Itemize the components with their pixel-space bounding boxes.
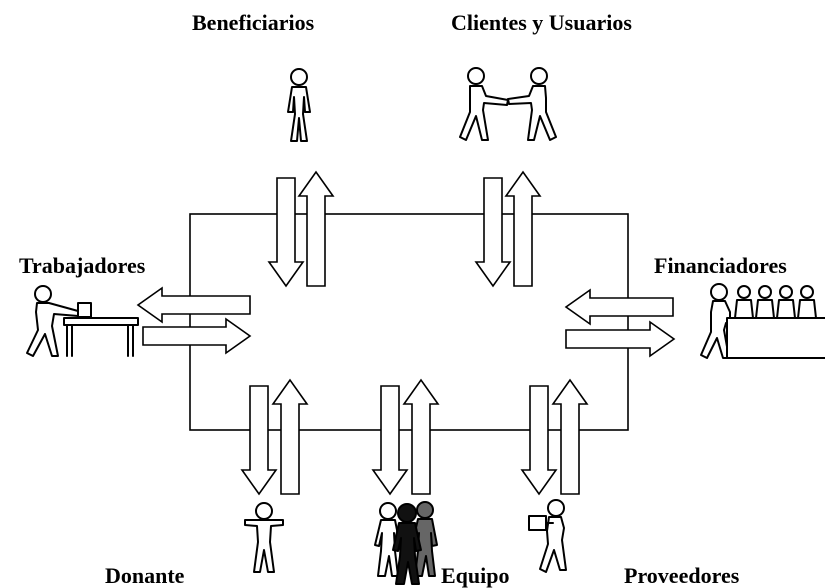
- label-equipo: Equipo: [441, 563, 510, 588]
- clientes-handshake-icon: [459, 67, 557, 141]
- arrow-down: [371, 385, 409, 496]
- financiadores-arrow-pair: [564, 288, 676, 358]
- equipo-group-icon: [374, 501, 438, 585]
- arrow-down: [267, 177, 305, 288]
- trabajadores-arrow-pair: [136, 286, 252, 355]
- donante-figure-icon: [244, 502, 284, 573]
- beneficiario-figure-icon: [287, 68, 311, 142]
- arrow-left: [564, 288, 674, 326]
- arrow-down: [520, 385, 558, 496]
- trabajador-conveyor-icon: [26, 285, 139, 357]
- financiadores-board-icon: [700, 283, 825, 359]
- arrow-up: [271, 378, 309, 495]
- arrow-down: [474, 177, 512, 288]
- arrow-right: [142, 317, 252, 355]
- label-clientes-usuarios: Clientes y Usuarios: [451, 10, 632, 35]
- donante-arrow-pair: [240, 378, 309, 496]
- arrow-left: [136, 286, 251, 324]
- beneficiarios-arrow-pair: [267, 170, 335, 288]
- proveedores-arrow-pair: [520, 378, 589, 496]
- proveedores-delivery-icon: [528, 499, 567, 573]
- equipo-arrow-pair: [371, 378, 440, 496]
- arrow-right: [565, 320, 676, 358]
- arrow-up: [551, 378, 589, 495]
- label-proveedores: Proveedores: [624, 563, 740, 588]
- label-beneficiarios: Beneficiarios: [192, 10, 315, 35]
- clientes-arrow-pair: [474, 170, 542, 288]
- arrow-up: [504, 170, 542, 287]
- label-trabajadores: Trabajadores: [19, 253, 146, 278]
- arrow-up: [297, 170, 335, 287]
- label-donante: Donante: [105, 563, 185, 588]
- arrow-up: [402, 378, 440, 495]
- arrow-down: [240, 385, 278, 496]
- organization-frame: [189, 213, 629, 431]
- label-financiadores: Financiadores: [654, 253, 787, 278]
